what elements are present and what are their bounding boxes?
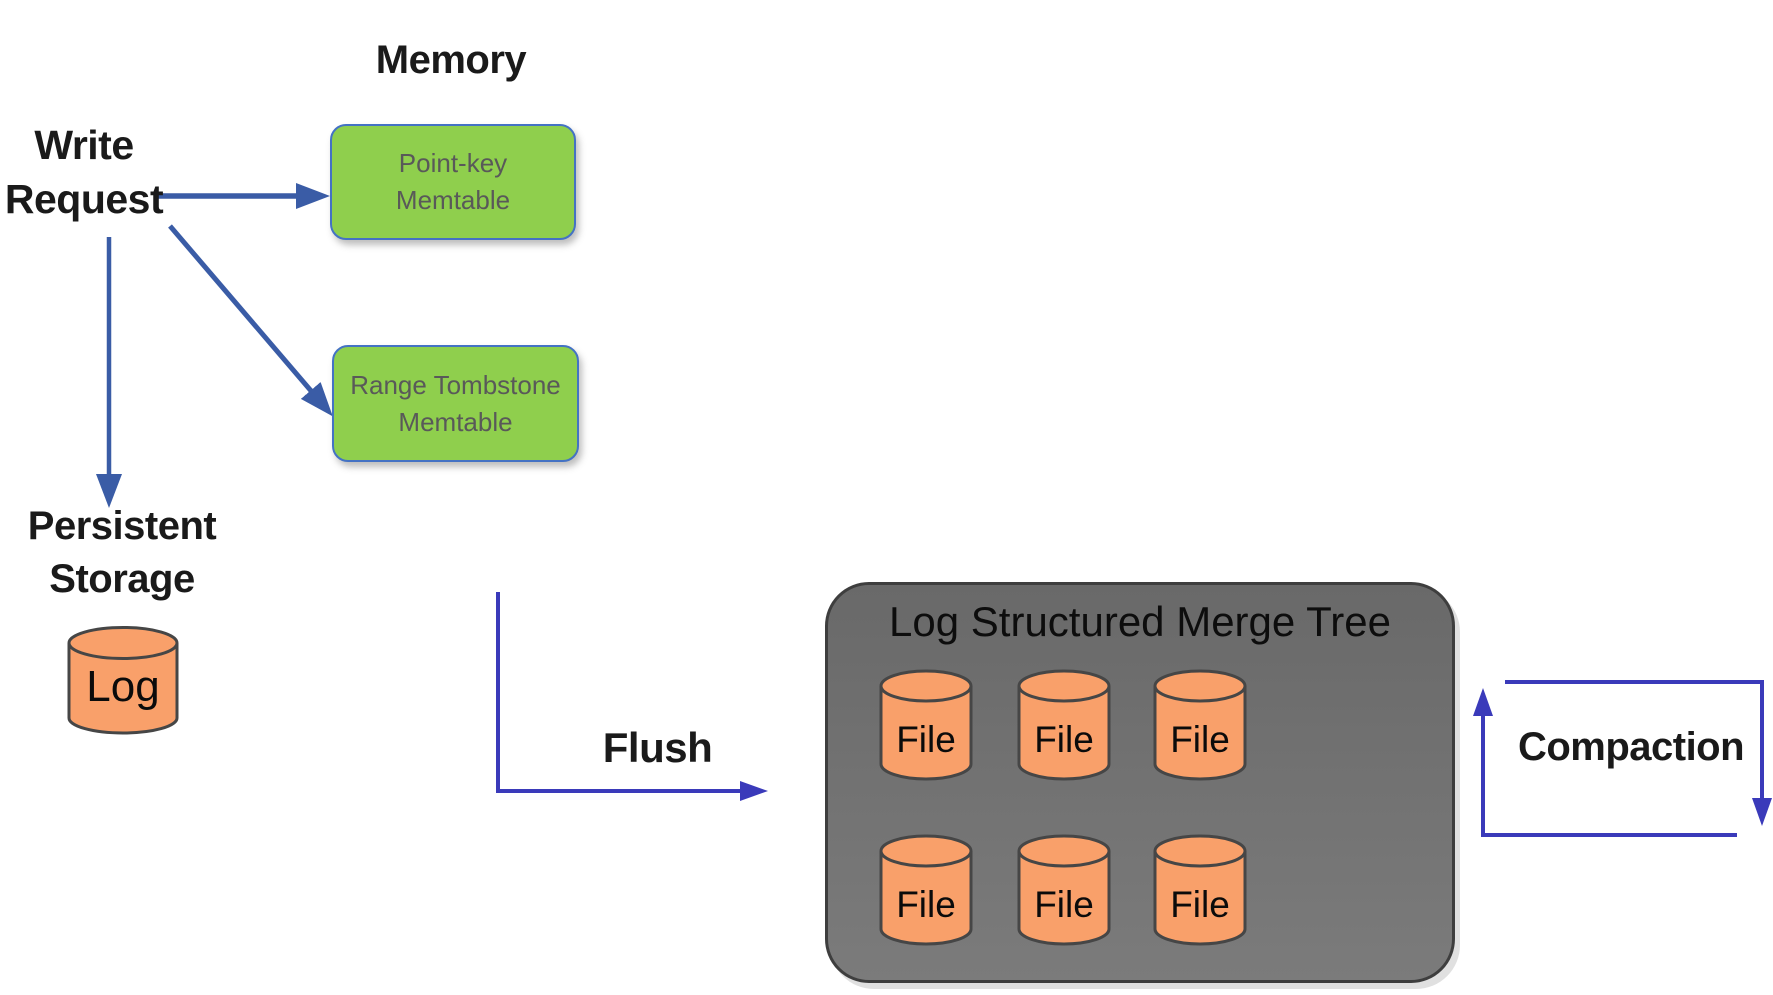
file-label: File xyxy=(1170,718,1230,760)
file-label: File xyxy=(1034,883,1094,925)
range-tombstone-memtable-box: Range Tombstone Memtable xyxy=(332,345,579,462)
file-cylinder: File xyxy=(878,833,974,948)
log-cylinder: Log xyxy=(66,625,180,737)
file-label: File xyxy=(1170,883,1230,925)
file-label: File xyxy=(1034,718,1094,760)
file-cylinder: File xyxy=(1016,833,1112,948)
cylinder-shape xyxy=(1017,669,1111,781)
flush-label: Flush xyxy=(602,724,713,771)
file-label: File xyxy=(896,718,956,760)
cylinder-shape xyxy=(1153,669,1247,781)
pointkey-memtable-line1: Point-key xyxy=(398,148,508,179)
lsm-tree-title: Log Structured Merge Tree xyxy=(889,598,1391,645)
write-request-label: Write Request xyxy=(4,122,164,223)
pointkey-memtable-box: Point-key Memtable xyxy=(330,124,576,240)
file-label: File xyxy=(896,883,956,925)
file-cylinder: File xyxy=(1152,833,1248,948)
write-to-rangetombstone-arrow xyxy=(168,224,333,417)
log-label: Log xyxy=(86,662,160,711)
file-cylinder: File xyxy=(878,668,974,783)
file-cylinder: File xyxy=(1016,668,1112,783)
persistent-storage-label: Persistent Storage xyxy=(27,504,217,601)
cylinder-shape xyxy=(1153,834,1247,946)
file-cylinder: File xyxy=(1152,668,1248,783)
memory-label: Memory xyxy=(375,38,527,82)
cylinder-shape xyxy=(1017,834,1111,946)
compaction-label: Compaction xyxy=(1517,725,1745,769)
range-tombstone-memtable-line1: Range Tombstone xyxy=(350,369,561,400)
pointkey-memtable-line2: Memtable xyxy=(395,185,511,215)
range-tombstone-memtable-line2: Memtable xyxy=(398,406,513,437)
cylinder-shape xyxy=(67,626,179,735)
cylinder-shape xyxy=(879,669,973,781)
cylinder-shape xyxy=(879,834,973,946)
